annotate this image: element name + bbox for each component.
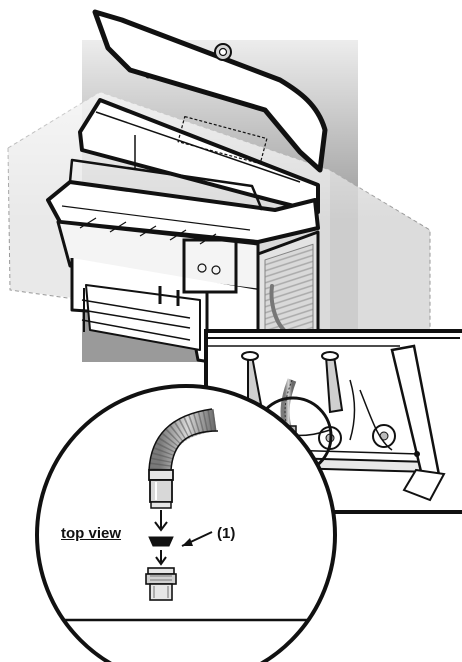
top-view-magnifier: [35, 384, 337, 662]
down-arrow: [154, 510, 168, 532]
gas-hose-small: [269, 284, 286, 332]
hose-nut: [148, 469, 174, 481]
regulator-fitting: [147, 567, 175, 575]
gas-hose: [149, 409, 217, 472]
top-view-label: top view: [61, 525, 122, 542]
washer: [148, 536, 174, 547]
detail-selection-box: [182, 238, 238, 294]
callout-label: (1): [217, 525, 236, 542]
